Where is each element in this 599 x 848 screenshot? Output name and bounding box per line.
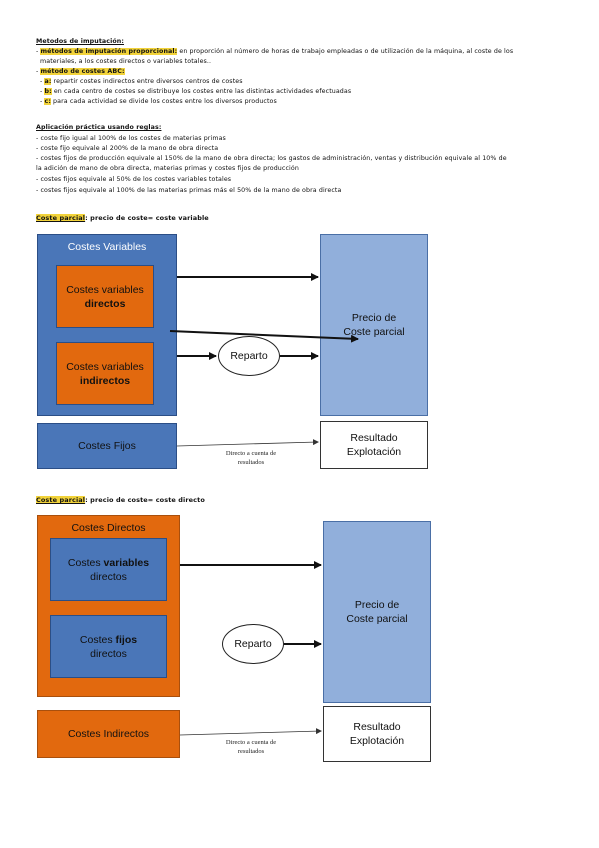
box-label: Costes variables: [66, 283, 144, 296]
method-abc-label: método de costes ABC:: [40, 68, 125, 75]
box-label: directos: [90, 647, 127, 660]
box-label: Resultado: [353, 721, 401, 733]
box-label: Costes fijos: [80, 633, 137, 647]
diagram1-heading: Coste parcial: precio de coste= coste va…: [36, 214, 209, 222]
box-label: directos: [84, 297, 126, 310]
abc-step-b-text: en cada centro de costes se distribuye l…: [51, 88, 352, 95]
arrow-variables-to-precio: [169, 330, 359, 343]
directo-resultados-note-1: Directo a cuenta de resultados: [206, 449, 296, 467]
reparto-ellipse-1: Reparto: [218, 336, 280, 376]
box-label: Precio de: [354, 599, 400, 611]
diagram1-heading-text: : precio de coste= coste variable: [85, 214, 209, 222]
abc-step-c-text: para cada actividad se divide los costes…: [50, 98, 277, 105]
costes-variables-indirectos-box: Costes variables indirectos: [56, 342, 154, 405]
resultado-explotacion-box-1: Resultado Explotación: [320, 421, 428, 469]
box-label-bold: variables: [103, 556, 150, 569]
abc-step-c-label: c:: [44, 98, 51, 105]
costes-directos-title: Costes Directos: [71, 522, 146, 534]
application-title: Aplicación práctica usando reglas:: [36, 124, 162, 131]
box-label-bold: fijos: [115, 633, 138, 646]
box-label: Costes Fijos: [78, 440, 136, 452]
box-label: Explotación: [349, 735, 405, 747]
arrow-fijos-to-resultado: [176, 439, 319, 447]
costes-variables-directos-box: Costes variables directos: [56, 265, 154, 328]
arrow-indirectos-to-resultado: [179, 728, 322, 736]
directo-resultados-note-2: Directo a cuenta de resultados: [206, 738, 296, 756]
method-abc-line: - método de costes ABC:: [36, 68, 125, 75]
resultado-explotacion-box-2: Resultado Explotación: [323, 706, 431, 762]
box-label: indirectos: [79, 374, 131, 387]
costes-fijos-directos-box: Costes fijos directos: [50, 615, 167, 678]
box-label: Costes Indirectos: [67, 728, 150, 740]
box-label: directos: [90, 570, 127, 583]
precio-coste-parcial-box-2: Precio de Coste parcial: [323, 521, 431, 703]
diagram2-heading-label: Coste parcial: [36, 496, 86, 504]
note-line: resultados: [237, 459, 265, 466]
abc-step-b: - b: en cada centro de costes se distrib…: [40, 88, 352, 95]
abc-step-b-label: b:: [44, 88, 52, 95]
note-line: Directo a cuenta de: [225, 739, 277, 746]
rule-item: - costes fijos equivale al 100% de las m…: [36, 187, 342, 194]
box-label: Precio de: [351, 312, 397, 324]
note-line: Directo a cuenta de: [225, 450, 277, 457]
rule-item: - coste fijo equivale al 200% de la mano…: [36, 145, 219, 152]
diagram2-heading-text: : precio de coste= coste directo: [85, 496, 205, 504]
box-label: Costes variables: [66, 360, 144, 373]
note-line: resultados: [237, 748, 265, 755]
costes-fijos-box: Costes Fijos: [37, 423, 177, 469]
abc-step-a-label: a:: [44, 78, 52, 85]
reparto-ellipse-2: Reparto: [222, 624, 284, 664]
method-proportional-label: métodos de imputación proporcional:: [40, 48, 178, 55]
costes-variables-title: Costes Variables: [67, 241, 147, 253]
rule-item: - costes fijos de producción equivale al…: [36, 155, 507, 162]
rule-item: - coste fijo igual al 100% de los costes…: [36, 135, 226, 142]
box-label-part: Costes: [67, 556, 104, 569]
box-label: Resultado: [350, 432, 398, 444]
costes-indirectos-box: Costes Indirectos: [37, 710, 180, 758]
box-label: Coste parcial: [346, 613, 408, 625]
abc-step-a: - a: repartir costes indirectos entre di…: [40, 78, 243, 85]
method-proportional-cont: materiales, a los costes directos o vari…: [40, 58, 212, 65]
method-proportional-text: en proporción al número de horas de trab…: [177, 48, 514, 55]
box-label: Explotación: [346, 446, 402, 458]
rule-item: - costes fijos equivale al 50% de los co…: [36, 176, 232, 183]
methods-title: Metodos de imputación:: [36, 38, 125, 45]
diagram1-heading-label: Coste parcial: [36, 214, 86, 222]
abc-step-c: - c: para cada actividad se divide los c…: [40, 98, 277, 105]
abc-step-a-text: repartir costes indirectos entre diverso…: [51, 78, 243, 85]
box-label: Costes variables: [68, 556, 149, 570]
rule-item-cont: la adición de mano de obra directa, mate…: [36, 165, 299, 172]
box-label-part: Costes: [79, 633, 116, 646]
diagram2-heading: Coste parcial: precio de coste= coste di…: [36, 496, 205, 504]
method-proportional-line: - métodos de imputación proporcional: en…: [36, 48, 514, 55]
costes-variables-directos-box-2: Costes variables directos: [50, 538, 167, 601]
